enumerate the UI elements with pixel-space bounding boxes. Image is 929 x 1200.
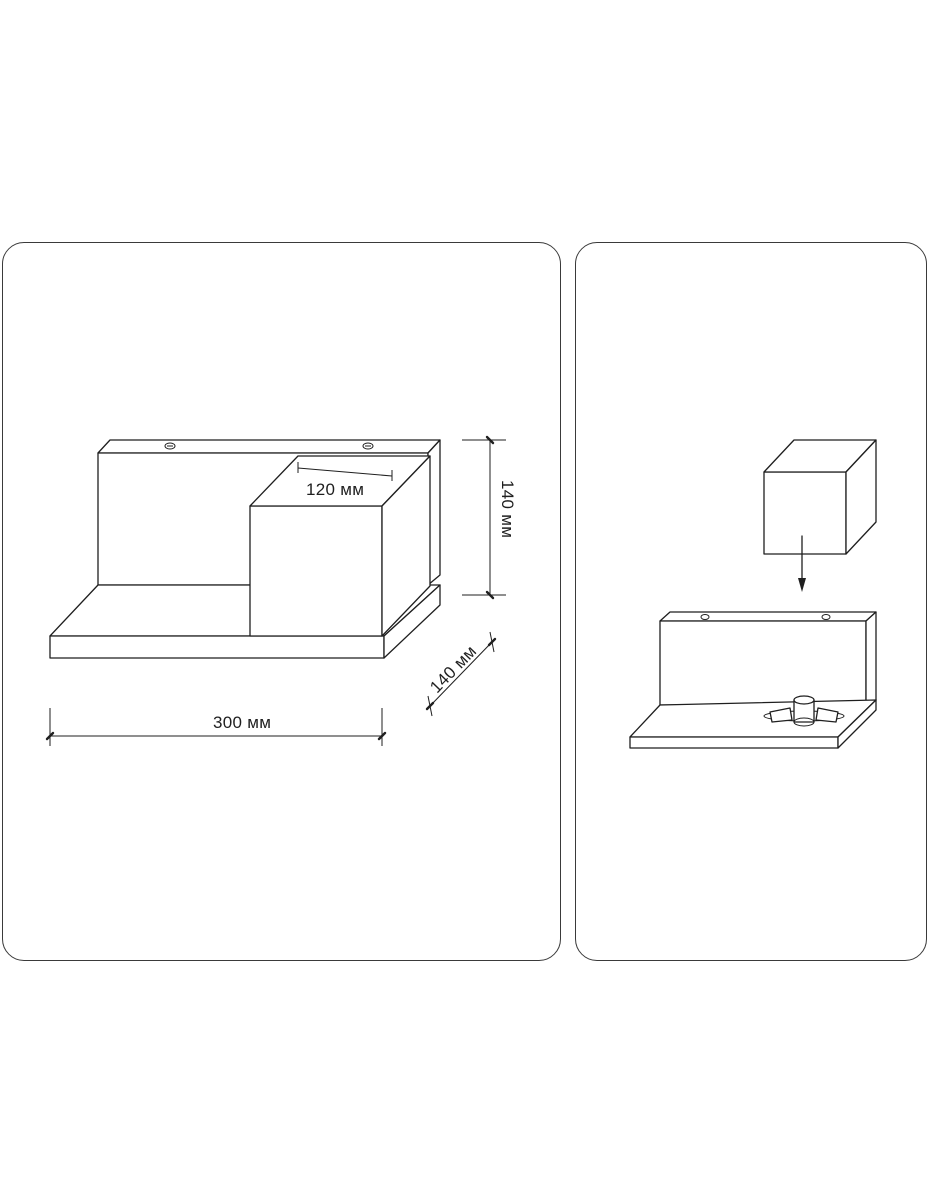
cube-on-shelf (249, 455, 431, 637)
mounting-drawing (629, 439, 877, 749)
dimension-label-height: 140 мм (498, 480, 517, 538)
arrow-down-icon (798, 535, 806, 592)
right-panel (575, 242, 927, 961)
dimension-depth-top: 120 мм (297, 462, 393, 499)
screw-icon (164, 442, 176, 450)
mounting-bracket-icon (763, 695, 845, 727)
screw-icon (362, 442, 374, 450)
dimension-height: 140 мм (462, 435, 517, 600)
screw-icon (821, 614, 831, 620)
shelf-dimension-drawing: 120 мм 140 мм 140 мм 300 мм (45, 435, 517, 746)
screw-icon (700, 614, 710, 620)
small-shelf (629, 611, 877, 749)
dimension-label-width: 300 мм (213, 713, 271, 732)
dimension-label-depth-top: 120 мм (306, 480, 364, 499)
dimension-width: 300 мм (45, 708, 387, 746)
dimension-depth-side: 140 мм (425, 631, 497, 717)
floating-cube (763, 439, 877, 555)
dimension-label-depth-side: 140 мм (426, 642, 480, 697)
